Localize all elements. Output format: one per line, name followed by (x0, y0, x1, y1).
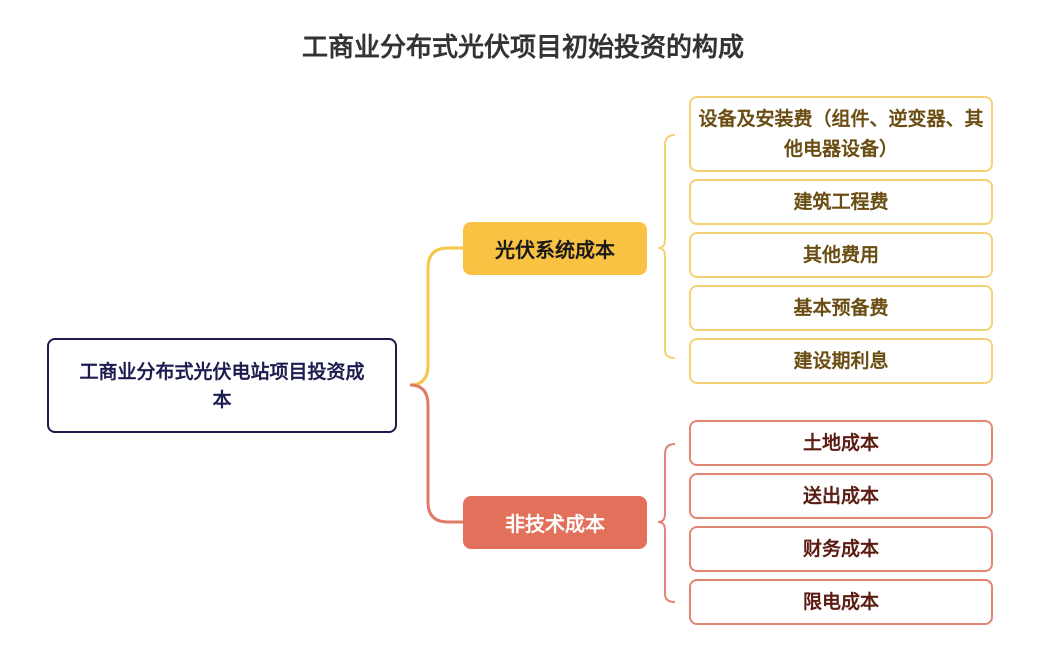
connector-nontech (409, 383, 463, 524)
bracket-nontech (657, 443, 676, 603)
leaf-curtailment: 限电成本 (689, 579, 993, 625)
leaf-equipment-install: 设备及安装费（组件、逆变器、其他电器设备） (689, 96, 993, 172)
leaf-other-fees: 其他费用 (689, 232, 993, 278)
leaf-interest: 建设期利息 (689, 338, 993, 384)
bracket-pv (657, 134, 676, 359)
branch-pv-system-cost: 光伏系统成本 (463, 222, 647, 275)
leaf-land: 土地成本 (689, 420, 993, 466)
leaf-grid-connection: 送出成本 (689, 473, 993, 519)
leaf-construction: 建筑工程费 (689, 179, 993, 225)
branch-non-technical-cost: 非技术成本 (463, 496, 647, 549)
leaf-finance: 财务成本 (689, 526, 993, 572)
root-node: 工商业分布式光伏电站项目投资成本 (47, 338, 397, 433)
page-title: 工商业分布式光伏项目初始投资的构成 (301, 32, 744, 63)
connector-pv (409, 246, 463, 387)
leaf-contingency: 基本预备费 (689, 285, 993, 331)
